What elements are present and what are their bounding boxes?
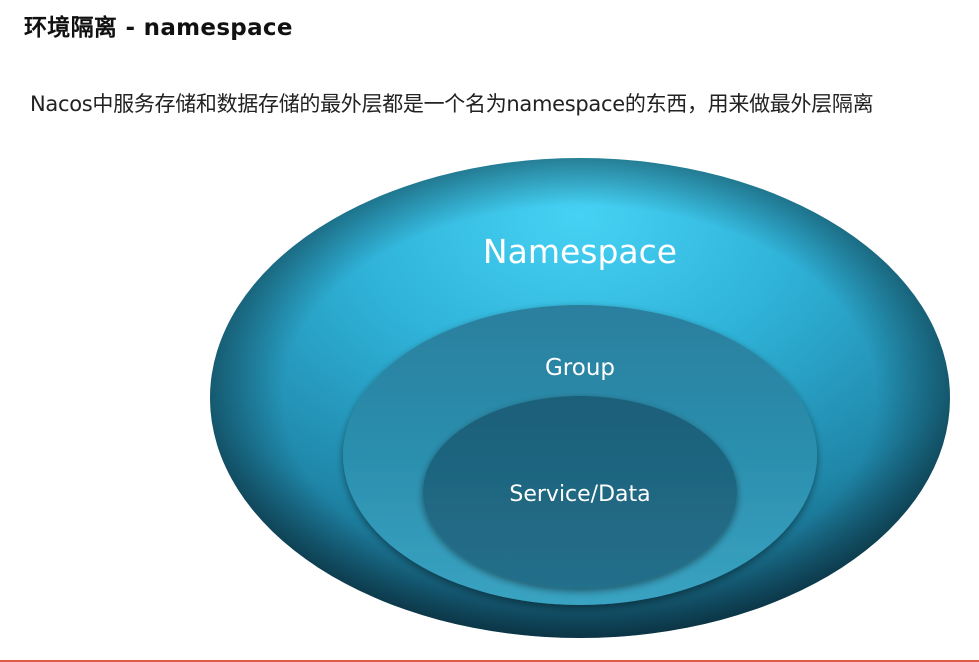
service-data-label: Service/Data <box>509 482 650 507</box>
service-data-ellipse <box>423 396 737 588</box>
bottom-divider <box>0 660 979 662</box>
page-title: 环境隔离 - namespace <box>24 15 293 41</box>
description-text: Nacos中服务存储和数据存储的最外层都是一个名为namespace的东西，用来… <box>30 92 874 116</box>
service-data-layer: Service/Data <box>423 396 737 588</box>
group-label: Group <box>545 355 615 381</box>
namespace-label: Namespace <box>483 232 677 271</box>
